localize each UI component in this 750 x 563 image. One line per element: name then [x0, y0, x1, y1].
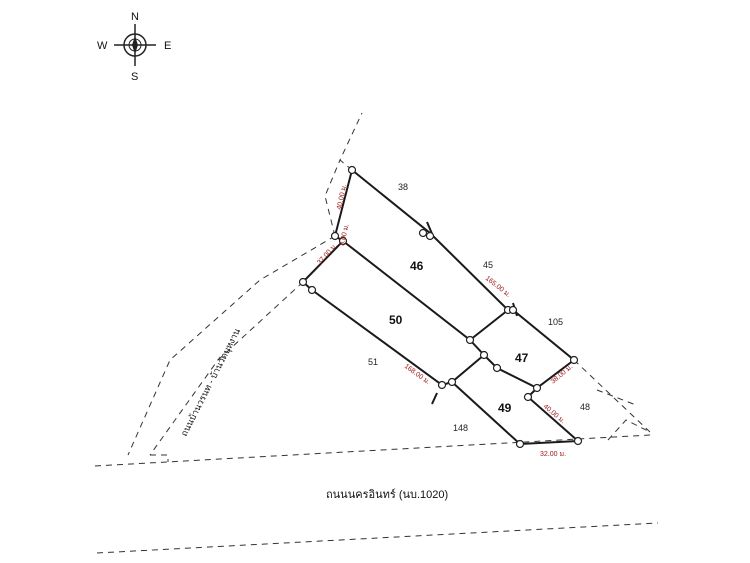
survey-marker [418, 228, 428, 238]
boundary-corner [607, 419, 651, 441]
plot-boundaries [301, 169, 581, 446]
compass-rose: N S E W [97, 11, 171, 83]
boundary-side-road-east [149, 281, 304, 456]
divider-50-49 [451, 354, 485, 383]
survey-marker [298, 277, 308, 287]
boundary-north [339, 112, 363, 171]
dimension-east-lower: 40.00 ม. [542, 403, 566, 425]
survey-marker [330, 231, 340, 241]
boundary-west-road-east-edge [324, 159, 341, 237]
survey-marker [347, 165, 357, 175]
main-road-label: ถนนนครอินทร์ (นบ.1020) [326, 488, 448, 501]
lot-number-47: 47 [515, 351, 529, 365]
surrounding-boundaries [94, 112, 659, 554]
dimension-west-lower: 37.00 ม. [316, 242, 339, 266]
adjacent-lot-48: 48 [580, 402, 590, 412]
boundary-corner-sw [150, 454, 169, 462]
survey-markers [298, 165, 583, 449]
lot-number-46: 46 [410, 259, 424, 273]
road-north-edge [94, 434, 651, 467]
outer-boundary [301, 169, 581, 446]
survey-marker [515, 439, 525, 449]
adjacent-lot-105: 105 [548, 317, 563, 327]
divider-46-47 [469, 309, 509, 341]
dimension-ne-long: 165.00 ม. [484, 275, 512, 299]
road-south-edge [96, 522, 659, 554]
boundary-side-road-west [127, 235, 336, 456]
compass-ring [123, 33, 147, 57]
survey-marker [437, 380, 447, 390]
compass-east-label: E [164, 40, 171, 52]
survey-marker [492, 363, 502, 373]
lot-number-50: 50 [389, 313, 403, 327]
survey-marker [479, 350, 489, 360]
survey-marker [338, 236, 348, 246]
survey-marker [465, 335, 475, 345]
compass-needle [132, 36, 138, 54]
compass-west-label: W [97, 40, 108, 52]
dimension-west-upper: 40.00 ม. [336, 183, 348, 210]
survey-marker [573, 436, 583, 446]
dimension-south: 32.00 ม. [540, 451, 566, 458]
lot-number-49: 49 [498, 401, 512, 415]
adjacent-lot-51: 51 [368, 357, 378, 367]
survey-marker [532, 383, 542, 393]
survey-marker [425, 231, 435, 241]
compass-south-label: S [131, 71, 138, 83]
compass-north-label: N [131, 11, 139, 23]
adjacent-lot-148: 148 [453, 423, 468, 433]
survey-marker [508, 305, 518, 315]
tick-south [431, 392, 438, 405]
survey-marker [569, 355, 579, 365]
side-road-label: ถนนบ้านวรนท - บ้านวัดบุหงาน [179, 327, 243, 439]
adjacent-lot-45: 45 [483, 260, 493, 270]
boundary-east-2 [596, 389, 637, 406]
adjacent-lot-38: 38 [398, 182, 408, 192]
survey-marker [307, 285, 317, 295]
survey-marker [523, 392, 533, 402]
divider-47-49 [483, 354, 538, 389]
survey-marker [447, 377, 457, 387]
dimension-west-small: 8.00 ม. [339, 223, 350, 246]
